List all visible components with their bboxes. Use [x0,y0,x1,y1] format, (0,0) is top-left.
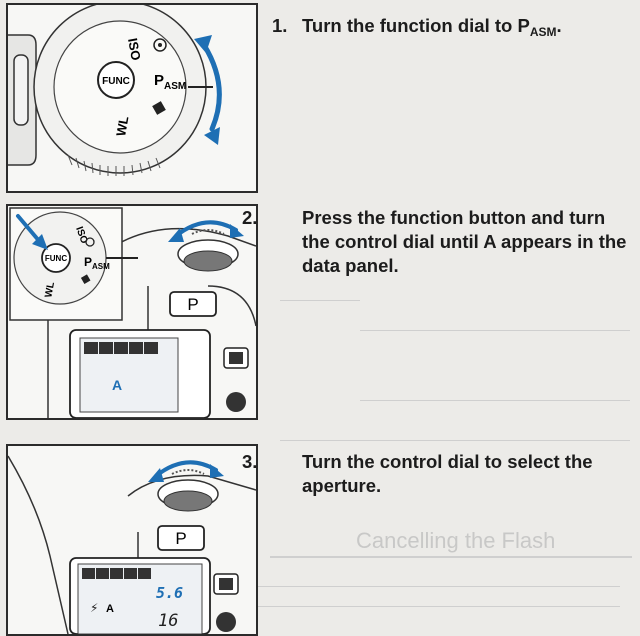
drive-mode-icon [152,101,166,115]
pasm-sub-label: ASM [92,262,110,271]
iso-label: ISO [125,37,144,62]
mode-button [169,291,217,317]
mode-button-label: P [187,295,198,314]
control-dial-drawing: P 5.6 ⚡ A 16 [8,455,256,634]
func-label: FUNC [45,254,67,263]
step-text: Turn the control dial to select the aper… [302,451,593,496]
bleed-through-rule [270,556,632,558]
step-number: 2. [242,207,258,228]
press-arrow-icon [16,214,42,244]
bleed-through-rule [20,606,620,607]
illustration-control-dial: P 5.6 ⚡ A 16 [6,444,258,636]
function-dial-drawing: FUNC ISO P ASM WL [8,5,222,176]
bleed-through-heading: Cancelling the Flash [356,528,556,553]
flash-off-icon: ⚡ [90,601,98,615]
pasm-main-label: P [154,72,164,89]
flash-mode-icon [153,38,167,52]
scene-icons [84,342,158,354]
data-panel-mode: A [112,377,122,393]
pasm-sub-label: ASM [164,81,186,92]
step-text: Turn the function dial to [302,15,518,36]
pasm-symbol: PASM [517,15,557,39]
scene-icons [82,568,151,579]
step-text: Press the function button and turn the c… [302,207,627,276]
rotate-arrow-icon [174,220,238,238]
bleed-through-rule [360,400,630,401]
step-number: 1. [272,15,288,36]
wl-label: WL [113,115,131,138]
illustration-function-button: FUNC ISO P ASM WL P A [6,204,258,420]
bleed-through-rule [280,440,630,441]
rotate-arrow-icon [201,42,222,132]
step-1: 1.Turn the function dial to PASM. [272,15,562,39]
func-label: FUNC [102,76,130,87]
step-number: 3. [242,451,258,472]
bleed-through-rule [280,300,360,301]
illustration-function-dial: FUNC ISO P ASM WL [6,3,258,193]
mode-button-label: P [175,529,186,548]
bleed-through-rule [360,330,630,331]
bleed-through-rule [20,586,620,587]
aperture-value: 5.6 [156,584,183,602]
data-panel-mode: A [106,603,114,615]
pasm-main-label: P [84,255,92,269]
step-3: 3. Turn the control dial to select the ap… [242,450,627,498]
wl-label: WL [43,281,57,298]
shutter-value: 16 [158,611,178,631]
rotate-arrow-icon [154,460,218,478]
step-2: 2. Press the function button and turn the… [242,206,627,278]
function-button-drawing: FUNC ISO P ASM WL P A [9,207,256,418]
